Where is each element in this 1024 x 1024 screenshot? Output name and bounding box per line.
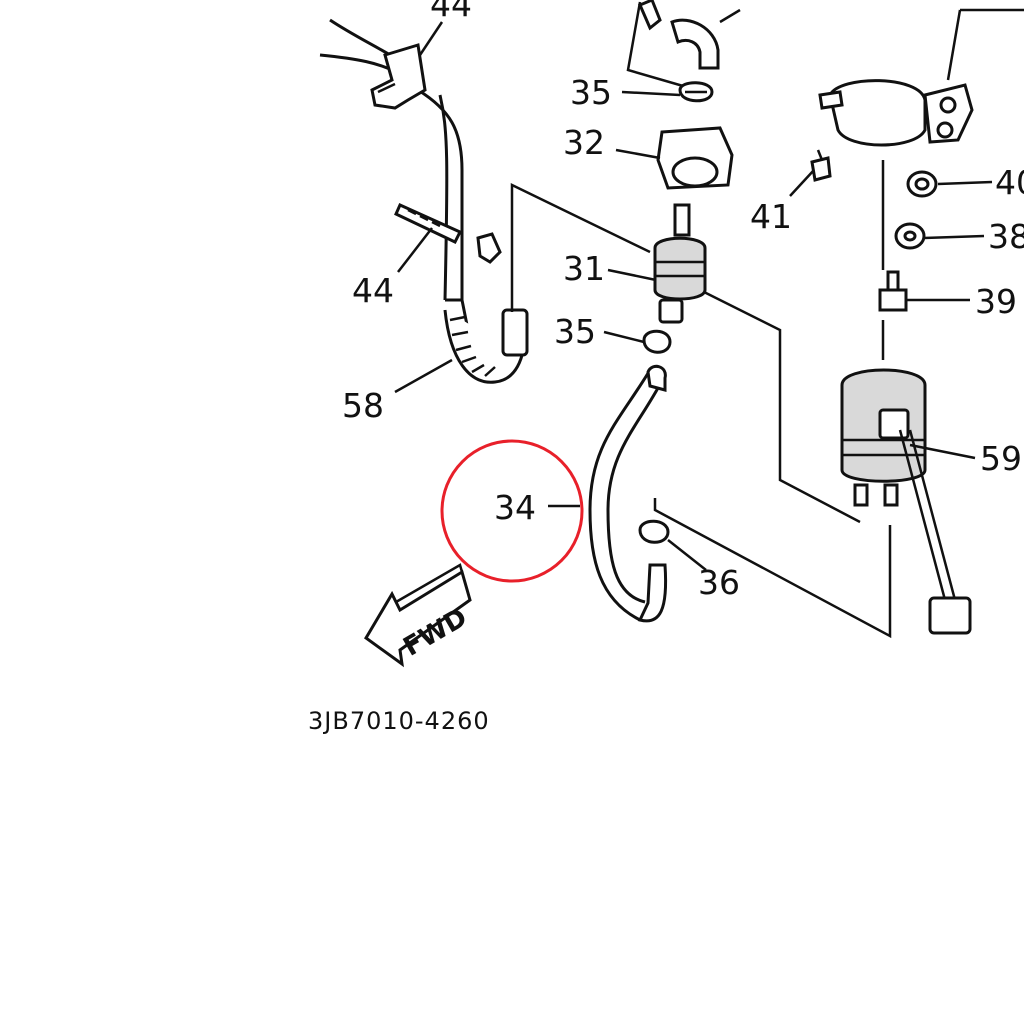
callout-39: 39 [975, 282, 1017, 321]
connection-lines [510, 1, 1024, 639]
callout-58: 58 [342, 386, 384, 425]
bolt-39 [878, 270, 908, 312]
clamp-44-top [370, 43, 427, 110]
callout-36: 36 [698, 563, 740, 602]
callout-40: 40 [995, 163, 1024, 202]
highlight-circle [440, 439, 584, 583]
fuel-pump-59 [840, 368, 972, 635]
callout-32: 32 [563, 123, 605, 162]
callout-44-mid: 44 [352, 271, 394, 310]
drawing-code: 3JB7010-4260 [308, 707, 490, 735]
fwd-arrow-icon: FWD [364, 563, 472, 668]
leader-lines [394, 8, 993, 571]
filter-cover-32 [656, 126, 734, 190]
grommet-40 [906, 170, 938, 198]
fuel-filter-31 [653, 203, 707, 324]
callout-38: 38 [988, 217, 1024, 256]
callout-34: 34 [494, 488, 536, 527]
callout-44-top: 44 [430, 0, 472, 24]
callout-31: 31 [563, 249, 605, 288]
clip-35-top [678, 81, 714, 103]
washer-38 [894, 222, 926, 250]
callout-35-mid: 35 [554, 312, 596, 351]
callout-59: 59 [980, 439, 1022, 478]
hose-58-drawing [319, 18, 529, 384]
callout-35-top: 35 [570, 73, 612, 112]
clip-36 [638, 519, 670, 544]
pipe-joint-33 [638, 0, 720, 70]
clip-35-mid [642, 329, 672, 354]
band-37 [818, 79, 974, 147]
hose-34-drawing [588, 364, 668, 623]
screw-41 [810, 149, 832, 182]
callout-41: 41 [750, 197, 792, 236]
strap-44-mid [394, 203, 502, 264]
